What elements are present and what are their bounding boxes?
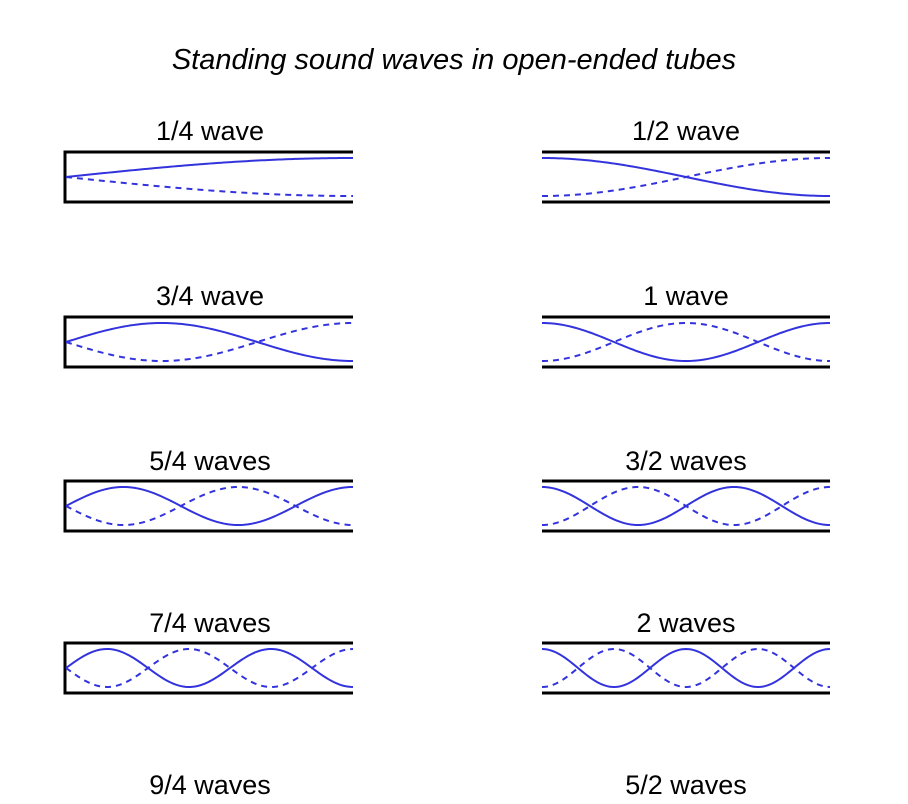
tube-label-five-quarter-waves: 5/4 waves [149, 446, 271, 476]
tube-5 [541, 479, 831, 533]
wave-solid-envelope [65, 157, 353, 178]
tube-label-one-wave: 1 wave [643, 281, 729, 311]
wave-dashed-envelope [65, 322, 354, 363]
tube-3 [541, 315, 831, 369]
tube-1 [541, 150, 831, 204]
wave-dashed-envelope [541, 485, 831, 527]
wave-dashed-envelope [65, 176, 353, 197]
wave-dashed-envelope [541, 157, 831, 197]
tube-label-seven-quarter-waves: 7/4 waves [149, 608, 271, 638]
wave-dashed-envelope [541, 321, 831, 362]
diagram-title: Standing sound waves in open-ended tubes [171, 44, 737, 76]
wave-dashed-envelope [65, 485, 354, 527]
tube-2 [63, 315, 354, 369]
tube-0 [63, 150, 353, 204]
tube-label-three-half-waves: 3/2 waves [625, 446, 747, 476]
wave-solid-envelope [65, 485, 354, 527]
tube-label-two-waves: 2 waves [636, 608, 736, 638]
wave-solid-envelope [65, 321, 354, 362]
wave-solid-envelope [541, 647, 831, 689]
tube-label-three-quarter-wave: 3/4 wave [155, 281, 265, 311]
tube-6 [63, 641, 354, 695]
tube-label-nine-quarter-waves: 9/4 waves [149, 770, 271, 800]
tube-label-half-wave: 1/2 wave [631, 116, 741, 146]
wave-solid-envelope [65, 647, 354, 688]
tube-4 [63, 479, 354, 533]
tube-7 [541, 641, 831, 695]
wave-dashed-envelope [541, 647, 831, 689]
tube-label-quarter-wave: 1/4 wave [155, 116, 265, 146]
wave-solid-envelope [541, 322, 831, 363]
tube-label-five-half-waves: 5/2 waves [625, 770, 747, 800]
wave-dashed-envelope [65, 648, 354, 689]
